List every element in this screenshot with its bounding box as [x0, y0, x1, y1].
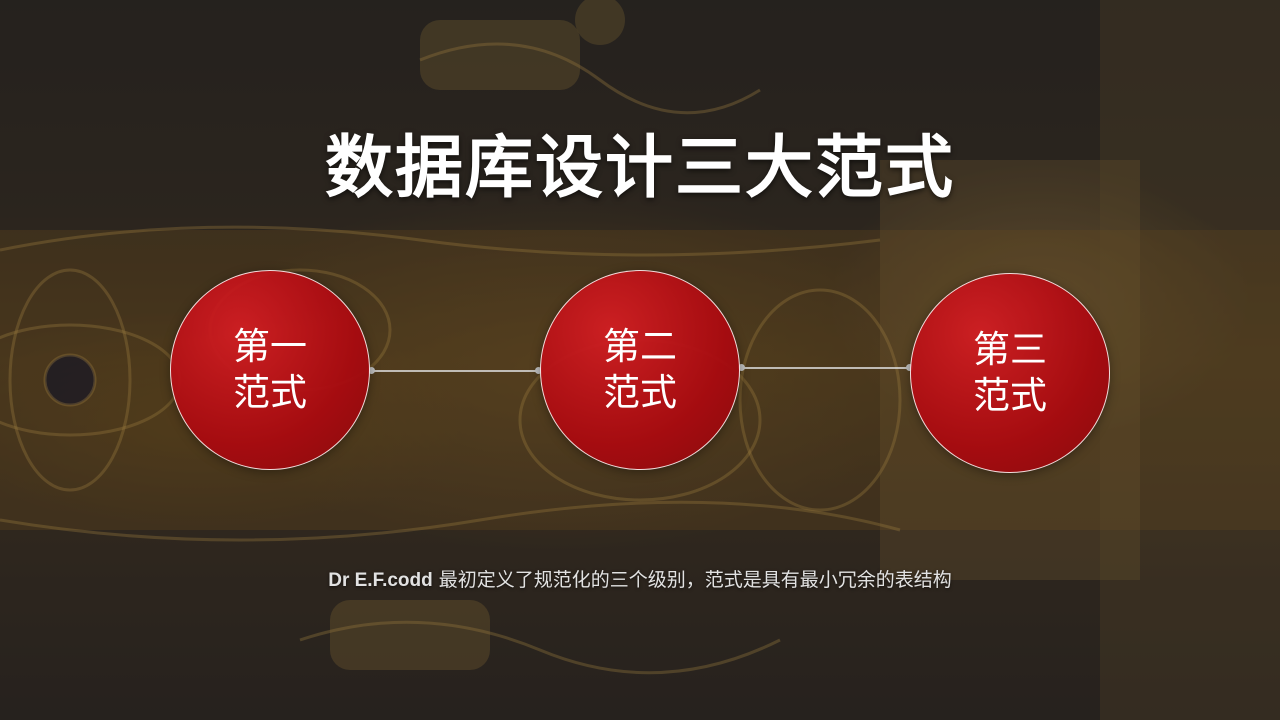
third-normal-form-circle: 第三范式 [910, 273, 1110, 473]
connector-line-1 [372, 370, 539, 372]
circle-label: 第一范式 [233, 325, 307, 414]
connector-line-2 [742, 367, 909, 369]
caption-text: 最初定义了规范化的三个级别，范式是具有最小冗余的表结构 [432, 569, 952, 591]
second-normal-form-circle: 第二范式 [540, 270, 740, 470]
circle-label: 第三范式 [973, 328, 1047, 417]
circle-label: 第二范式 [603, 325, 677, 414]
connector-dot [906, 364, 913, 371]
connector-dot [738, 364, 745, 371]
first-normal-form-circle: 第一范式 [170, 270, 370, 470]
slide-caption: Dr E.F.codd 最初定义了规范化的三个级别，范式是具有最小冗余的表结构 [0, 565, 1280, 592]
caption-author: Dr E.F.codd [328, 570, 433, 591]
connector-dot [368, 367, 375, 374]
connector-dot [535, 367, 542, 374]
slide-title: 数据库设计三大范式 [324, 128, 955, 208]
